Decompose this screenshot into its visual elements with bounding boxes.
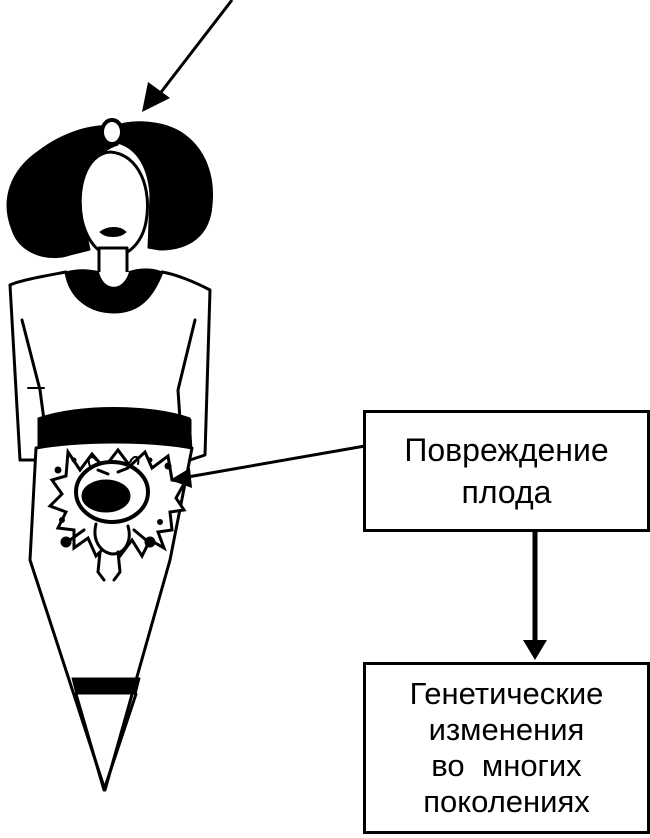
genetic-changes-line-2: изменения (428, 712, 585, 747)
crying-fetus-figure (47, 447, 188, 582)
pregnant-woman-figure (6, 118, 214, 792)
crying-mouth-icon (81, 479, 131, 513)
fetus-body (93, 522, 131, 556)
fetal-damage-line-1: Повреждение (404, 432, 609, 468)
incoming-arrow (142, 0, 234, 112)
arrow-damage-to-genetic (523, 532, 547, 660)
face-icon (78, 150, 149, 258)
fetal-damage-line-2: плода (461, 474, 552, 510)
hem-band (71, 677, 141, 695)
genetic-changes-line-3: во многих (431, 748, 582, 783)
genetic-changes-line-1: Генетические (409, 676, 604, 711)
fetal-damage-box: Повреждение плода (363, 410, 650, 532)
hair-icon (6, 118, 214, 259)
arrow-box-to-fetus (170, 444, 366, 488)
speckles (54, 457, 172, 525)
genetic-changes-box: Генетические изменения во многих поколен… (363, 662, 650, 834)
mouth-icon (99, 227, 127, 237)
genetic-changes-line-4: поколениях (423, 784, 590, 819)
